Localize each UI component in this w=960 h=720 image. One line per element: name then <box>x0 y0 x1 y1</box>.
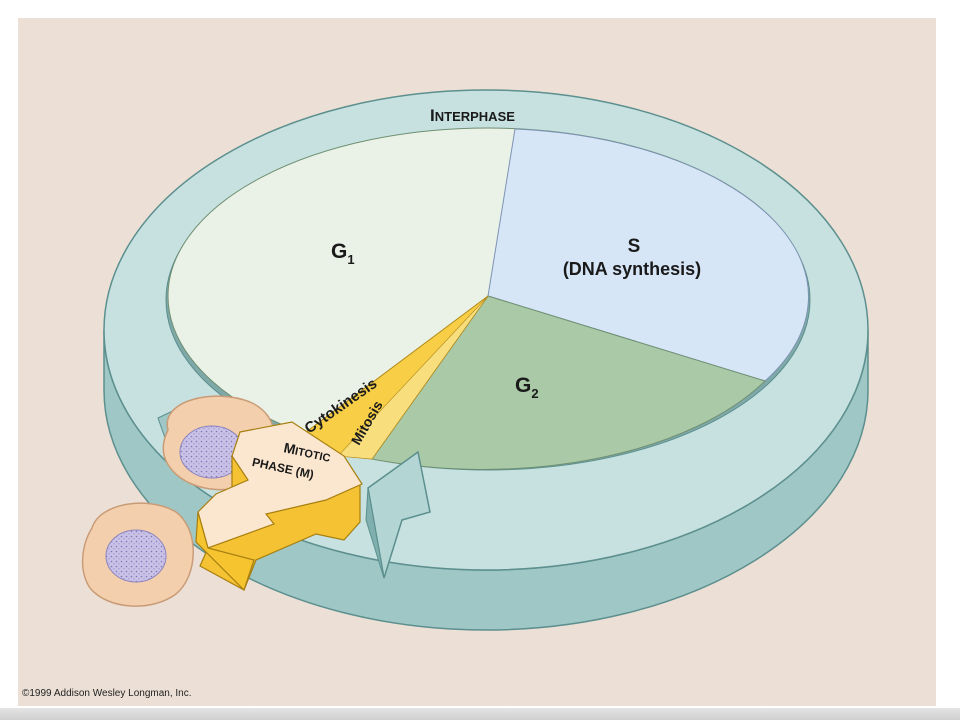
s-label: S <box>628 236 641 257</box>
g2-sector <box>371 295 766 470</box>
interphase-arrowhead-side <box>365 487 385 579</box>
interphase-label: INTERPHASE <box>430 106 515 125</box>
copyright-text: ©1999 Addison Wesley Longman, Inc. <box>22 688 192 699</box>
s-sector <box>487 128 809 382</box>
footer-bar <box>0 708 960 720</box>
interphase-arrowhead <box>367 450 431 579</box>
mitotic-arrow <box>197 421 363 549</box>
mitotic-arrow-front <box>195 511 255 592</box>
g2-label: G2 <box>515 374 539 401</box>
dna-synthesis-label: (DNA synthesis) <box>563 259 701 279</box>
daughter-cell-icon <box>81 502 194 607</box>
g1-label: G1 <box>331 240 355 267</box>
mitosis-band <box>337 295 489 460</box>
